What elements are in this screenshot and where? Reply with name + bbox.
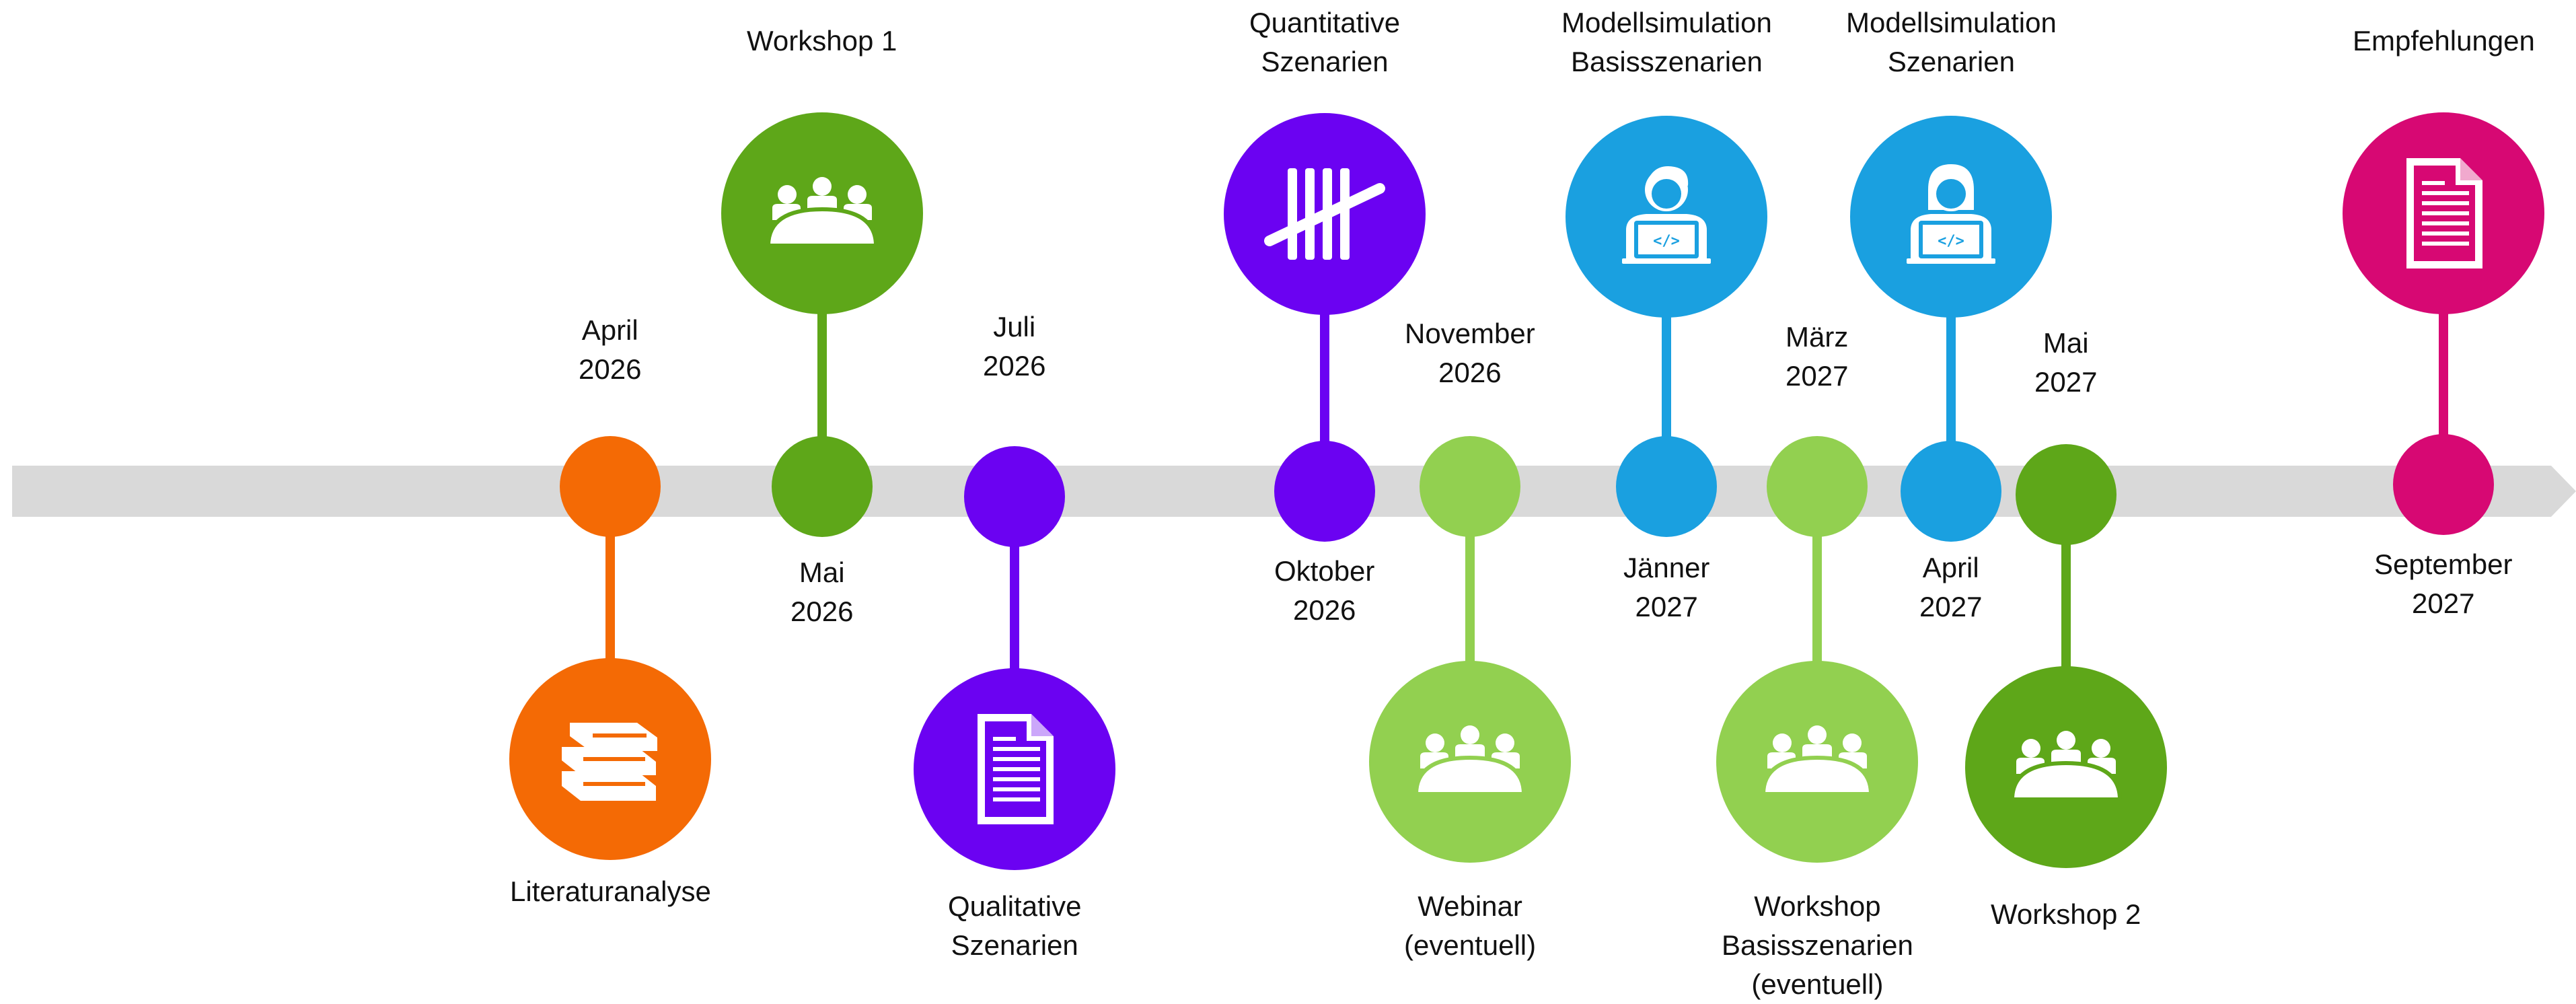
timeline-node: [1274, 441, 1375, 542]
milestone-event-label: Empfehlungen: [2353, 22, 2535, 61]
milestone-date-label-line: 2026: [983, 350, 1046, 382]
timeline-node: [1767, 436, 1868, 537]
milestone-modellsimulation-basisszenarien: </>: [1566, 116, 1767, 537]
milestone-event-label-line: Quantitative: [1249, 7, 1401, 38]
milestone-date-label: September 2027: [2374, 545, 2512, 623]
milestone-date-label: Jänner 2027: [1623, 548, 1709, 626]
milestone-date-label: Juli 2026: [983, 308, 1045, 386]
milestone-date-label: April 2027: [1919, 548, 1982, 626]
milestone-event-label: Literaturanalyse: [510, 872, 711, 911]
developer-male-icon: </>: [1622, 166, 1711, 264]
timeline-node: [964, 446, 1065, 547]
milestone-event-label-line: Basisszenarien: [1571, 46, 1763, 77]
milestone-date-label-line: 2027: [2412, 587, 2475, 619]
milestone-event-label-line: Qualitative: [948, 890, 1082, 922]
books-icon: [562, 723, 657, 801]
milestone-date-label-line: 2026: [1438, 357, 1502, 388]
milestone-date-label-line: Jänner: [1623, 552, 1710, 583]
milestone-event-label-line: Empfehlungen: [2353, 25, 2535, 57]
milestone-event-label-line: (eventuell): [1404, 929, 1537, 961]
milestone-event-label-line: Workshop 2: [1991, 898, 2141, 930]
timeline-node: [772, 436, 873, 537]
meeting-icon: [1413, 725, 1526, 796]
milestone-event-label-line: Workshop 1: [747, 25, 897, 57]
svg-text:</>: </>: [1653, 233, 1680, 250]
milestone-date-label-line: Mai: [799, 557, 845, 588]
milestone-date-label-line: 2027: [1919, 591, 1983, 622]
timeline-node: [1616, 436, 1717, 537]
milestone-event-label-line: Workshop: [1754, 890, 1881, 922]
milestone-event-label-line: Modellsimulation: [1561, 7, 1772, 38]
timeline-node: [1420, 436, 1520, 537]
milestone-date-label-line: November: [1405, 318, 1535, 349]
milestone-event-label: Webinar (eventuell): [1404, 887, 1536, 965]
milestone-webinar: [1369, 436, 1571, 863]
milestone-date-label-line: Oktober: [1274, 555, 1375, 587]
milestone-date-label: Mai 2027: [2034, 324, 2097, 402]
milestone-event-label-line: (eventuell): [1751, 968, 1884, 1000]
milestone-date-label: Mai 2026: [790, 553, 853, 631]
timeline-node: [1901, 441, 2001, 542]
milestone-date-label-line: 2027: [1786, 360, 1849, 392]
milestone-date-label: März 2027: [1786, 318, 1848, 396]
meeting-icon: [766, 177, 879, 248]
timeline-node: [2393, 434, 2494, 535]
milestone-empfehlungen: [2343, 112, 2544, 535]
milestone-event-label-line: Szenarien: [951, 929, 1078, 961]
document-icon: [978, 714, 1054, 824]
developer-female-icon: </>: [1907, 164, 1995, 264]
timeline-node: [2016, 444, 2117, 545]
milestone-literaturanalyse: [509, 436, 711, 860]
milestone-date-label-line: Juli: [993, 311, 1036, 343]
milestone-date-label-line: Mai: [2043, 327, 2089, 359]
milestone-workshop-1: [721, 112, 923, 537]
milestone-event-label-line: Basisszenarien: [1722, 929, 1913, 961]
milestone-date-label-line: 2027: [1635, 591, 1698, 622]
milestone-event-label: Workshop 1: [747, 22, 897, 61]
milestone-date-label: November 2026: [1405, 314, 1535, 392]
milestone-date-label-line: April: [1922, 552, 1979, 583]
milestone-date-label-line: März: [1786, 321, 1849, 353]
meeting-icon: [2010, 731, 2123, 801]
milestone-date-label-line: 2026: [1292, 594, 1356, 626]
milestone-date-label-line: 2026: [790, 596, 854, 627]
milestone-event-label-line: Webinar: [1418, 890, 1522, 922]
milestone-date-label-line: September: [2374, 548, 2513, 580]
milestone-event-label-line: Szenarien: [1261, 46, 1389, 77]
document-icon: [2406, 158, 2482, 268]
tally-icon: [1264, 168, 1385, 260]
milestone-modellsimulation-szenarien: </>: [1850, 116, 2052, 542]
milestone-date-label-line: April: [581, 314, 638, 346]
milestone-qualitative-szenarien: [914, 446, 1115, 870]
milestone-event-label-line: Literaturanalyse: [510, 875, 711, 907]
milestone-event-label-line: Modellsimulation: [1846, 7, 2057, 38]
milestone-date-label: April 2026: [579, 311, 641, 389]
milestone-workshop-basisszenarien: [1716, 436, 1918, 863]
milestone-quantitative-szenarien: [1224, 113, 1426, 542]
svg-text:</>: </>: [1938, 233, 1964, 250]
milestone-date-label-line: 2026: [579, 353, 642, 385]
timeline-node: [560, 436, 661, 537]
milestone-date-label-line: 2027: [2034, 366, 2098, 398]
meeting-icon: [1761, 725, 1874, 796]
milestone-event-label-line: Szenarien: [1887, 46, 2015, 77]
milestone-date-label: Oktober 2026: [1274, 552, 1374, 630]
milestone-workshop-2: [1965, 444, 2167, 868]
milestone-event-label: Workshop 2: [1991, 895, 2141, 934]
